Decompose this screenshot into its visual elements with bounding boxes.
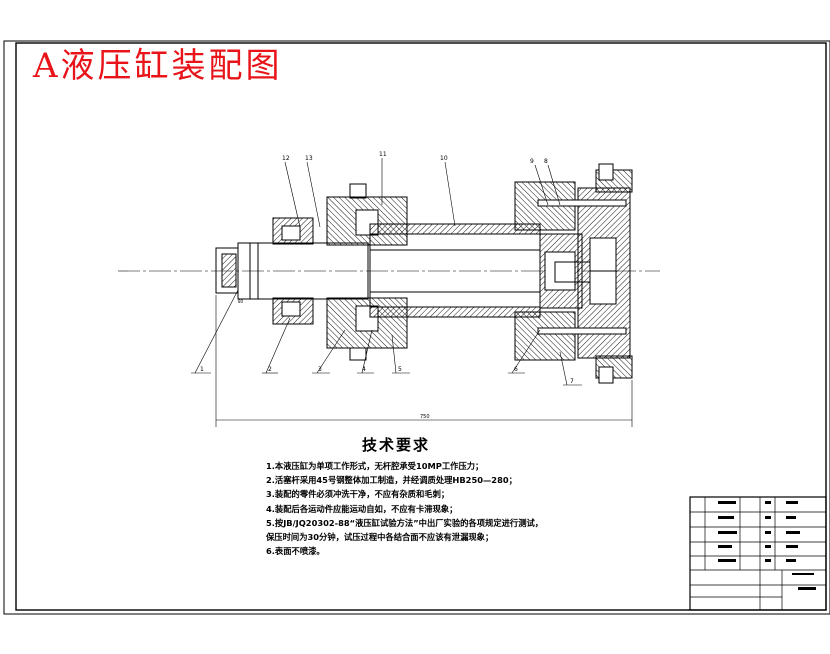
drawing-title: A液压缸装配图 [33, 46, 283, 86]
requirement-item: 3.装配的零件必须冲洗干净，不应有杂质和毛刺； [266, 489, 450, 500]
requirement-item: 6.表面不喷漆。 [266, 546, 325, 557]
requirement-item: 1.本液压缸为单项工作形式，无杆腔承受10MP工作压力； [266, 461, 484, 471]
outer-frame [3, 40, 830, 615]
callout-top-6: 8 [544, 158, 548, 165]
dimension-small: 80 [238, 299, 244, 304]
requirements-heading: 技术要求 [362, 436, 431, 454]
requirement-item: 2.活塞杆采用45号钢整体加工制造，并经调质处理HB250—280； [266, 475, 517, 486]
requirement-item: 4.装配后各运动件应能运动自如，不应有卡滞现象； [266, 503, 458, 514]
callout-top-1: 12 [282, 155, 290, 162]
inner-frame [15, 42, 827, 611]
callout-bottom-1: 1 [200, 366, 204, 373]
requirement-item: 保压时间为30分钟，试压过程中各结合面不应该有泄漏现象； [266, 532, 494, 543]
callout-top-4: 10 [440, 155, 448, 162]
cylinder-assembly [215, 163, 633, 384]
callout-bottom-7: 7 [570, 378, 574, 385]
callout-bottom-6: 6 [514, 366, 518, 373]
callout-top-3: 11 [379, 151, 387, 158]
bottom-callouts [191, 289, 582, 386]
callout-bottom-3: 3 [318, 366, 322, 373]
callout-top-2: 13 [305, 155, 313, 162]
top-callouts [284, 158, 561, 228]
title-block [689, 496, 827, 611]
dimension-value: 750 [420, 414, 430, 420]
requirements-list: 1.本液压缸为单项工作形式，无杆腔承受10MP工作压力； 2.活塞杆采用45号钢… [266, 459, 543, 558]
callout-bottom-5: 5 [398, 366, 402, 373]
callout-bottom-4: 4 [362, 366, 366, 373]
title-block-fills [718, 501, 816, 590]
callout-bottom-2: 2 [268, 366, 272, 373]
callout-top-5: 9 [530, 158, 534, 165]
overall-dimension [215, 295, 633, 427]
requirement-item: 5.按JB/JQ20302-88“液压缸试验方法”中出厂实验的各项规定进行测试， [266, 517, 544, 528]
